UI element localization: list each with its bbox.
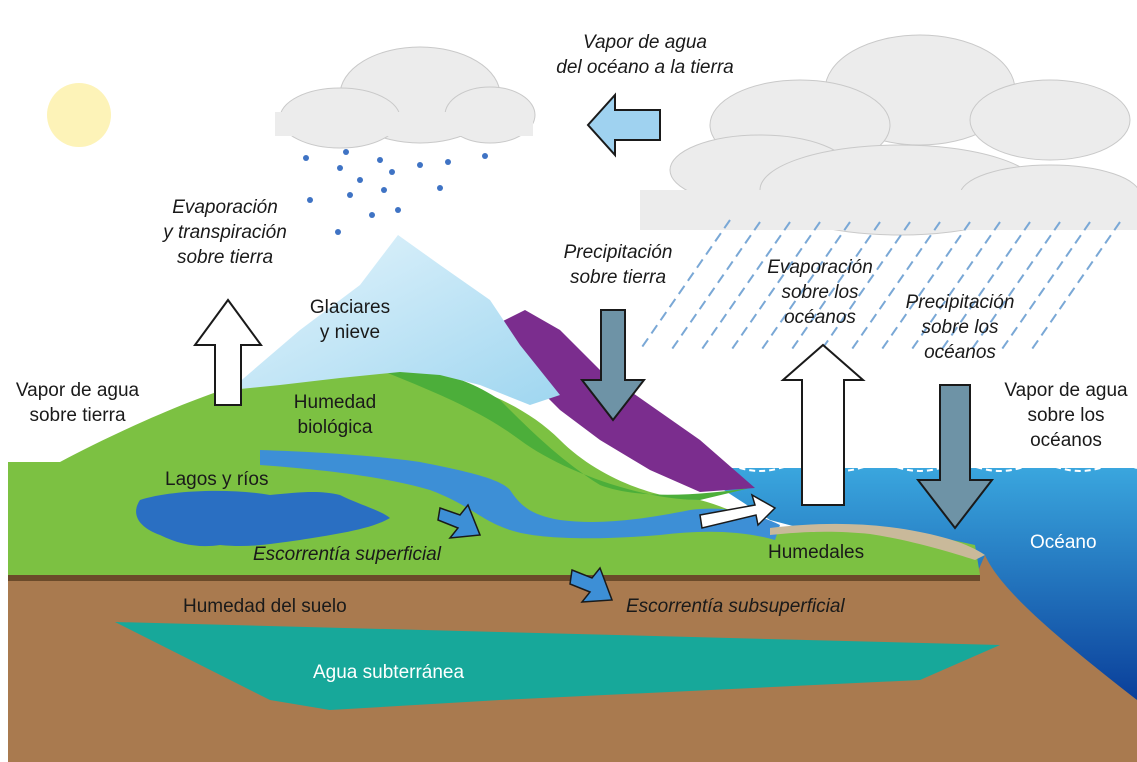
label-line: sobre tierra [569,267,667,288]
groundwater-body [115,622,1000,710]
label-line: del océano a la tierra [556,57,734,78]
label-vapor-land: Vapor de agua sobre tierra [10,378,145,428]
label-line: Vapor de agua [15,380,140,401]
label-line: biológica [297,417,373,438]
label-line: Vapor de agua [1004,380,1128,401]
evaporation-ocean-arrow [780,343,866,506]
label-line: y transpiración [163,222,287,243]
subsurface-runoff-arrow [569,566,614,603]
label-evaporation-ocean: Evaporación sobre los océanos [755,255,885,330]
sun-icon [47,83,111,147]
label-line: Humedad [293,392,377,413]
label-subsurface-runoff: Escorrentía subsuperficial [626,596,845,617]
land-hill-dark [380,369,750,500]
label-biological-moisture: Humedad biológica [275,390,395,440]
river-to-ocean-arrow [699,493,777,529]
river [260,450,780,540]
precipitation-ocean-arrow [915,384,995,530]
lake [136,490,390,547]
label-precipitation-ocean: Precipitación sobre los océanos [890,290,1030,365]
label-line: Precipitación [563,242,673,263]
label-line: sobre los [781,282,859,303]
label-evaporation-land: Evaporación y transpiración sobre tierra [145,195,305,270]
precipitation-land-arrow [579,309,647,422]
label-surface-runoff: Escorrentía superficial [253,544,441,565]
label-line: sobre tierra [176,247,274,268]
label-precipitation-land: Precipitación sobre tierra [548,240,688,290]
label-line: Vapor de agua [583,32,707,53]
label-ocean: Océano [1030,532,1097,553]
label-line: Evaporación [172,197,278,218]
label-line: sobre los [1027,405,1105,426]
label-line: océanos [1030,430,1102,451]
label-groundwater: Agua subterránea [313,662,465,683]
label-glaciers: Glaciares y nieve [290,295,410,345]
label-line: Glaciares [309,297,391,318]
rain-streaks [639,219,1121,353]
label-vapor-ocean-to-land: Vapor de agua del océano a la tierra [525,30,765,80]
ocean-wave-line [699,464,1137,472]
label-line: sobre tierra [29,405,126,426]
label-line: y nieve [319,322,381,343]
vapor-ocean-to-land-arrow [586,92,661,158]
wetlands-shore [770,523,985,560]
label-soil-moisture: Humedad del suelo [183,596,347,617]
label-line: océanos [924,342,996,363]
cloud-snow-icon [275,46,536,149]
label-line: Evaporación [767,257,873,278]
label-lakes-rivers: Lagos y ríos [165,469,269,490]
label-line: Precipitación [905,292,1015,313]
label-vapor-ocean: Vapor de agua sobre los océanos [998,378,1134,453]
snowflakes-icon [303,149,488,235]
surface-runoff-arrow [437,503,482,539]
label-line: sobre los [921,317,999,338]
evaporation-land-arrow [193,298,263,406]
snow-mountain [230,235,560,405]
label-wetlands: Humedales [768,542,865,563]
cloud-rain-icon [640,34,1137,236]
label-line: océanos [784,307,856,328]
